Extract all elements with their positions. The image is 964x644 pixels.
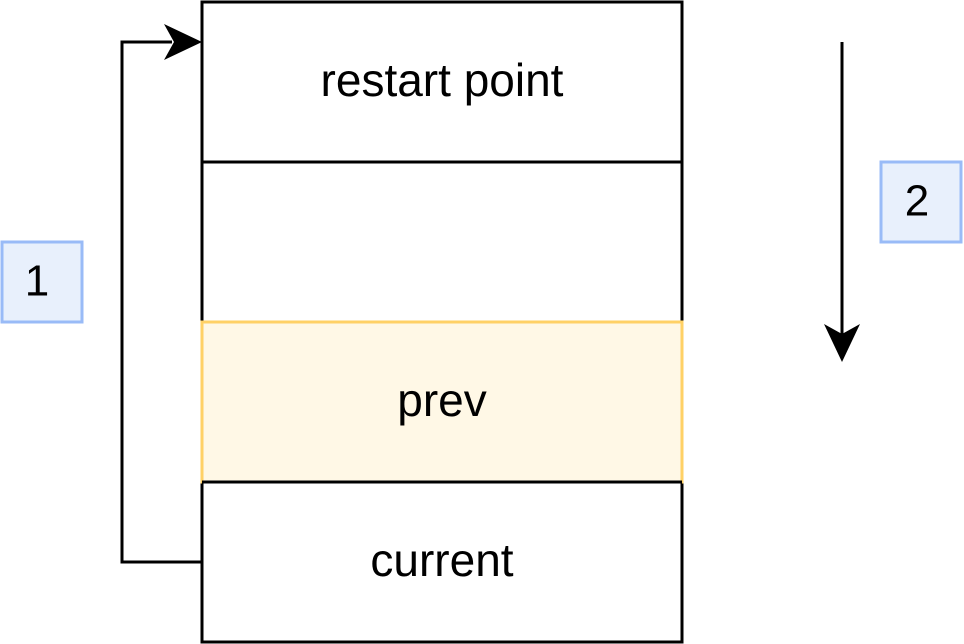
stack: restart point current prev — [200, 0, 684, 644]
cell-current-label: current — [370, 534, 513, 586]
cell-restart-point: restart point — [200, 0, 684, 164]
cell-empty — [200, 160, 684, 324]
arrow-downward-scan-head — [824, 324, 860, 362]
step-badge-1-label: 1 — [25, 257, 49, 306]
step-badge-2: 2 — [879, 160, 963, 244]
cell-current: current — [200, 480, 684, 644]
cell-prev-box — [200, 320, 684, 484]
arrow-back-to-restart — [120, 24, 202, 564]
cell-current-box — [200, 480, 684, 644]
step-badge-1-box — [0, 240, 84, 324]
arrow-back-to-restart-head — [164, 24, 202, 60]
step-badge-1: 1 — [0, 240, 84, 324]
cell-prev-label: prev — [397, 374, 486, 426]
arrow-downward-scan — [824, 42, 860, 362]
cell-restart-point-label: restart point — [321, 54, 564, 106]
step-badge-2-box — [879, 160, 963, 244]
cell-restart-point-box — [200, 0, 684, 164]
cell-empty-box — [200, 160, 684, 324]
step-badge-2-label: 2 — [905, 177, 929, 226]
cell-prev: prev — [200, 320, 684, 484]
arrow-back-to-restart-line — [120, 40, 202, 564]
